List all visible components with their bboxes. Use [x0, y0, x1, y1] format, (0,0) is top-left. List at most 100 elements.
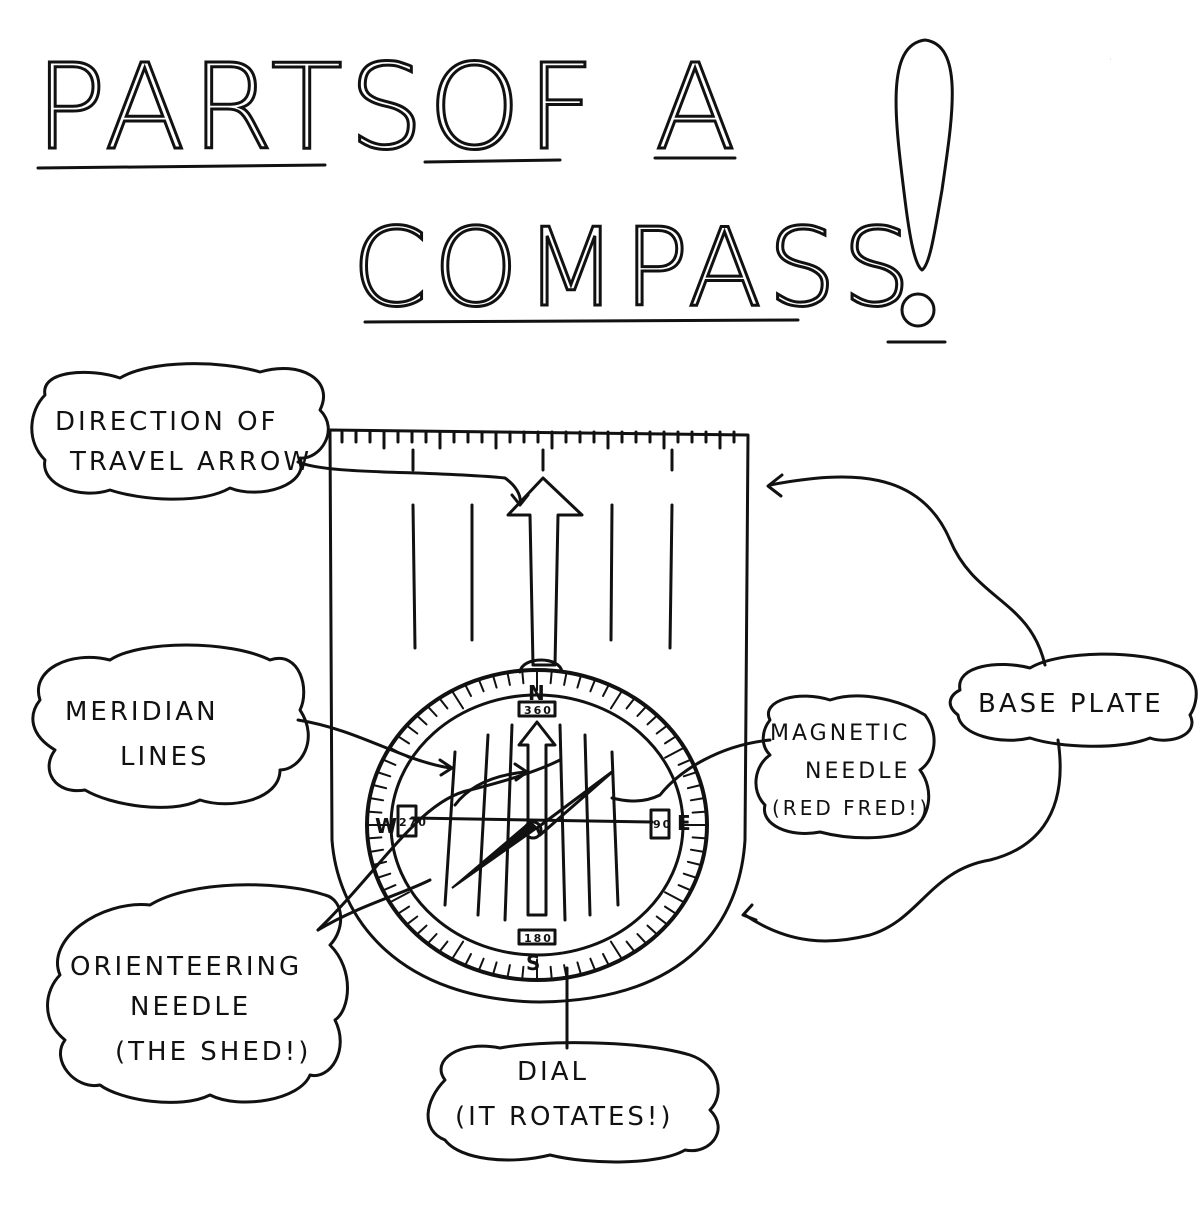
direction-of-travel-line1: DIRECTION OF — [55, 407, 278, 437]
title-word-parts: PARTS — [35, 38, 430, 176]
title-word-a: A — [655, 38, 742, 176]
bezel-tick — [368, 836, 383, 840]
magnetic-needle-line2: NEEDLE — [805, 759, 910, 784]
bezel-tick — [576, 676, 582, 689]
dial-outer-ring — [365, 668, 709, 982]
direction-of-travel-line2: TRAVEL ARROW — [69, 447, 312, 477]
pointer-head-base-plate-top — [766, 473, 784, 498]
bezel-tick — [589, 957, 596, 970]
bezel-tick — [636, 933, 646, 944]
bezel-tick — [452, 691, 465, 710]
dial-line1: DIAL — [517, 1057, 589, 1087]
meridian-lines-line2: LINES — [120, 742, 210, 772]
bezel-tick — [521, 965, 525, 979]
bezel-tick — [478, 957, 485, 970]
needle-pivot — [523, 820, 543, 840]
bezel-tick — [625, 940, 635, 952]
exclamation-mark: ! — [886, 38, 1111, 344]
title: PARTS OF A COMPASS ! — [34, 37, 1111, 344]
bezel-tick — [465, 685, 472, 697]
bezel-tick — [602, 953, 609, 965]
deg-south: 180 — [524, 932, 553, 945]
bubble-dial — [426, 1041, 720, 1164]
bezel-tick — [549, 965, 553, 979]
bezel-tick — [492, 961, 498, 974]
deg-box-east — [649, 808, 671, 840]
base-plate-line1: BASE PLATE — [978, 689, 1164, 719]
pointer-direction-of-travel — [296, 460, 522, 507]
bubble-orienteering-needle — [46, 883, 349, 1104]
title-underline-parts — [36, 163, 327, 170]
east-west-line — [410, 816, 654, 824]
bezel-tick — [506, 673, 511, 686]
bezel-tick — [636, 706, 646, 717]
bezel-tick — [452, 940, 465, 959]
baseplate-lines — [411, 503, 674, 650]
pointer-magnetic-needle — [610, 738, 772, 803]
bezel-tick — [664, 905, 676, 914]
bezel-notch — [518, 658, 564, 674]
dial-south: S — [526, 951, 542, 975]
bezel-tick — [417, 924, 428, 935]
bezel-tick — [439, 698, 449, 710]
bezel-tick — [373, 784, 388, 790]
bezel-tick — [576, 961, 582, 974]
magnetic-needle-line1: MAGNETIC — [770, 721, 910, 746]
dial-inner-ring — [389, 693, 685, 957]
deg-east: 90 — [653, 818, 672, 831]
bezel-tick — [686, 784, 701, 790]
bezel-tick — [602, 685, 609, 697]
bezel-tick — [428, 933, 438, 944]
pointer-base-plate-top — [768, 475, 1047, 667]
bubble-magnetic-needle — [754, 694, 936, 840]
bezel-tick — [646, 715, 657, 726]
bezel-tick — [506, 964, 511, 977]
bezel-tick — [686, 860, 701, 866]
bezel-tick — [563, 673, 568, 686]
bezel-tick — [370, 797, 385, 802]
bezel-tick — [677, 759, 691, 766]
bezel-tick — [390, 891, 410, 903]
bezel-tick — [609, 691, 622, 710]
pointer-orienteering-needle — [316, 878, 432, 932]
label-orienteering-needle: ORIENTEERING NEEDLE (THE SHED!) — [46, 758, 562, 1104]
base-plate — [328, 428, 750, 1004]
bezel-tick — [378, 771, 392, 778]
bezel-tick — [549, 671, 553, 685]
ruler-ticks — [340, 430, 736, 450]
bezel-tick — [492, 676, 498, 689]
bezel-tick — [465, 953, 472, 965]
magnetic-needle-north — [535, 770, 614, 837]
label-base-plate: BASE PLATE — [741, 473, 1198, 943]
dial-west: W — [375, 814, 399, 838]
orienteering-needle-line2: NEEDLE — [130, 992, 251, 1022]
bezel-ticks — [368, 671, 706, 979]
title-word-of: OF — [428, 38, 601, 176]
bezel-tick — [664, 736, 676, 745]
bezel-tick — [664, 747, 684, 759]
dial-east: E — [677, 811, 693, 835]
label-dial: DIAL (IT ROTATES!) — [426, 966, 720, 1164]
bezel-tick — [383, 759, 397, 766]
deg-north: 360 — [524, 704, 553, 717]
label-direction-of-travel: DIRECTION OF TRAVEL ARROW — [30, 362, 530, 507]
bezel-tick — [428, 706, 438, 717]
bezel-tick — [646, 924, 657, 935]
dial-north: N — [528, 681, 547, 705]
exclamation-dot — [900, 292, 936, 328]
title-word-compass: COMPASS — [352, 206, 917, 331]
deg-box-west — [396, 804, 418, 838]
pointer-head-meridian-lines — [438, 758, 454, 777]
pointer-head-base-plate-bottom — [741, 903, 758, 922]
magnetic-needle-south — [451, 820, 539, 889]
label-magnetic-needle: MAGNETIC NEEDLE (RED FRED!) — [610, 694, 936, 840]
bezel-tick — [439, 940, 449, 952]
orienteering-needle-line3: (THE SHED!) — [115, 1037, 311, 1067]
pointer-meridian-lines — [296, 718, 452, 770]
bezel-tick — [398, 736, 410, 745]
bezel-tick — [664, 891, 684, 903]
bezel-tick — [521, 671, 525, 685]
bezel-tick — [378, 872, 392, 879]
exclamation-stroke — [894, 38, 954, 272]
